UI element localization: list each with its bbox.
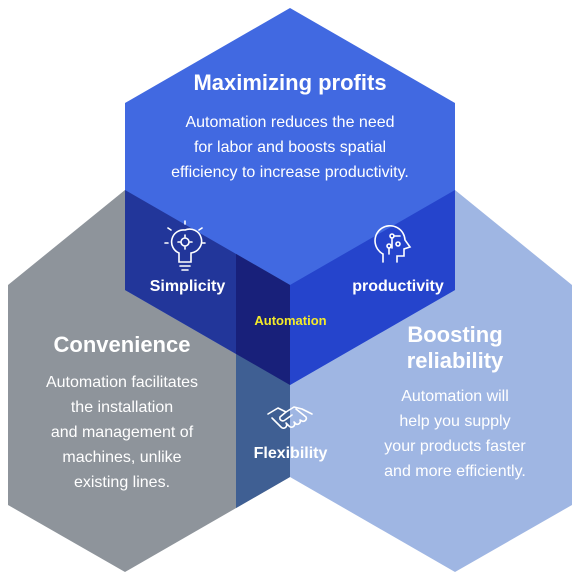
text-line: existing lines.: [73, 474, 171, 491]
text-line: help you supply: [399, 413, 511, 430]
body-convenience: Automation facilitates the installation …: [22, 370, 222, 495]
body-boosting-reliability: Automation will help you supply your pro…: [355, 384, 555, 484]
body-maximizing-profits: Automation reduces the need for labor an…: [140, 110, 440, 185]
text-line: Automation reduces the need: [185, 114, 395, 131]
label-flexibility: Flexibility: [253, 445, 328, 462]
lightbulb-gear-icon: [164, 220, 206, 271]
handshake-icon: [267, 406, 313, 429]
text-line: and management of: [50, 424, 194, 441]
title-maximizing-profits: Maximizing profits: [193, 70, 387, 95]
text-line: efficiency to increase productivity.: [171, 164, 409, 181]
label-simplicity: Simplicity: [149, 278, 226, 295]
head-circuit-icon: [374, 224, 412, 263]
text-line: for labor and boosts spatial: [193, 139, 387, 156]
title-line: Boosting: [407, 322, 503, 347]
text-line: Automation will: [401, 388, 509, 405]
title-convenience: Convenience: [53, 332, 191, 357]
text-line: and more efficiently.: [384, 463, 526, 480]
text-line: Automation facilitates: [45, 374, 199, 391]
overlap-automation: [236, 250, 290, 385]
title-boosting-reliability: Boosting reliability: [355, 322, 555, 374]
label-automation: Automation: [254, 313, 327, 328]
label-productivity: productivity: [352, 278, 444, 295]
text-line: your products faster: [384, 438, 526, 455]
text-line: machines, unlike: [62, 449, 182, 466]
title-line: reliability: [406, 348, 504, 373]
text-line: the installation: [70, 399, 174, 416]
